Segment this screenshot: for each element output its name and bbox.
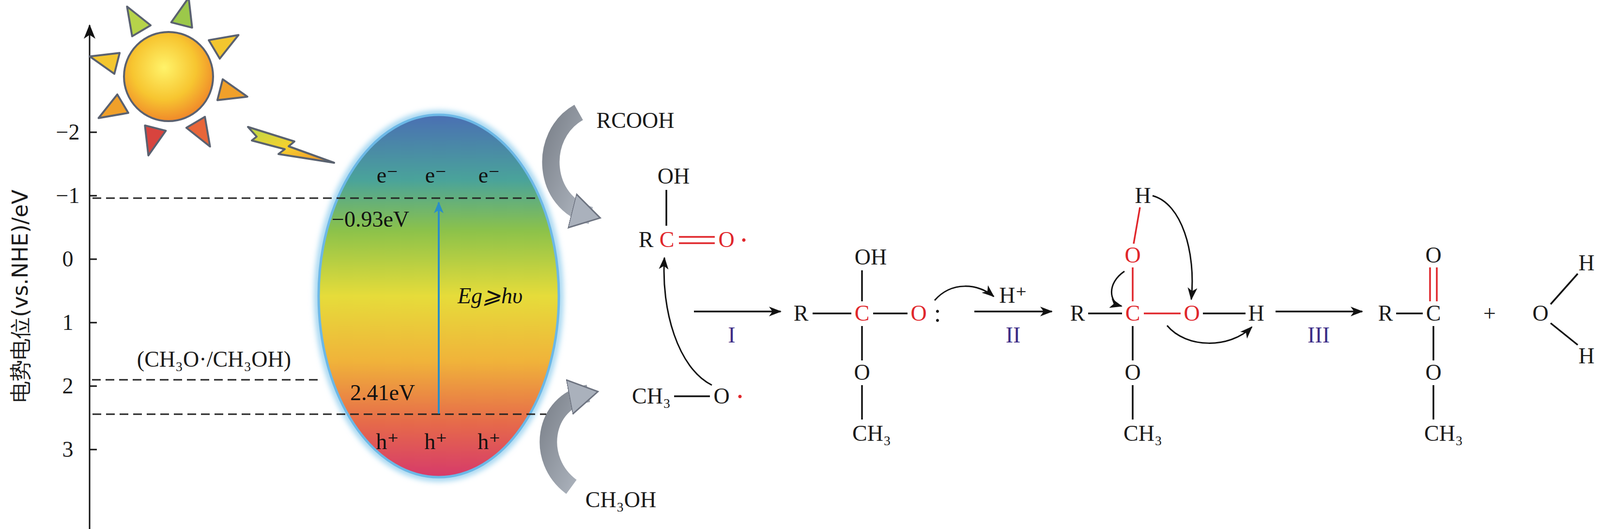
atom: O — [1124, 360, 1141, 385]
atom: O — [1425, 360, 1442, 385]
semiconductor-ellipse: e⁻ e⁻ e⁻ −0.93eV Eg⩾hυ 2.41eV h⁺ h⁺ h⁺ — [316, 112, 562, 480]
axis-ticks — [89, 132, 97, 450]
sun-ray — [89, 52, 120, 74]
atom: H — [1578, 250, 1595, 276]
atom: H — [1578, 343, 1595, 369]
tick-label: 1 — [62, 310, 74, 336]
tick-label: −1 — [56, 183, 80, 209]
tick-label: 3 — [62, 437, 74, 462]
sun-ray — [208, 34, 239, 59]
axis-line — [89, 25, 91, 529]
band-label: h⁺ — [424, 429, 447, 455]
sun-ray — [98, 94, 129, 119]
band-label: 2.41eV — [350, 380, 416, 406]
atom: R — [1378, 301, 1394, 326]
atom: CH₃ — [1123, 421, 1163, 447]
atom: O — [718, 227, 735, 253]
curved-arrows — [663, 195, 1252, 385]
atom: C — [854, 301, 870, 326]
atom: CH₃ — [1424, 421, 1463, 447]
band-label: h⁺ — [477, 429, 501, 455]
bond-lines — [666, 189, 1578, 420]
atom: H — [1134, 183, 1151, 209]
radical-dot: · — [735, 380, 745, 413]
tick-label: 0 — [62, 246, 74, 272]
lightning-icon — [247, 126, 335, 163]
level-line — [92, 379, 320, 381]
atom: CH₃ — [631, 384, 671, 409]
flow-arrow — [551, 112, 591, 216]
redox-couple: (CH₃O·/CH₃OH) — [137, 347, 292, 372]
atom: O — [853, 360, 870, 385]
plus-sign: + — [1483, 301, 1496, 326]
atom: OH — [854, 245, 887, 270]
atom: O — [1183, 301, 1200, 326]
atom: O — [713, 384, 730, 409]
tick-label: 2 — [62, 373, 74, 399]
atom: O — [1532, 301, 1549, 326]
atom: C — [659, 227, 675, 253]
atom: O — [1425, 243, 1442, 268]
step-label: I — [727, 323, 736, 348]
atom: OH — [657, 164, 690, 189]
atom: CH₃ — [852, 421, 892, 447]
band-label: e⁻ — [425, 163, 447, 188]
sun-ray — [186, 116, 211, 147]
sun-ray — [126, 6, 151, 37]
reactant: RCOOH — [596, 108, 675, 134]
reagent: H⁺ — [999, 283, 1028, 308]
reactant: CH₃OH — [585, 487, 657, 513]
radical-dot: · — [738, 223, 749, 256]
atom: C — [1426, 301, 1442, 326]
atom: R — [793, 301, 809, 326]
step-label: III — [1307, 323, 1330, 348]
atom: C — [1125, 301, 1141, 326]
axis-title: 电势电位(vs.NHE)/eV — [8, 189, 32, 402]
atom: R — [638, 227, 654, 253]
atom: R — [1070, 301, 1086, 326]
atom: O — [910, 301, 927, 326]
flow-arrow — [548, 393, 589, 487]
step-label: II — [1005, 323, 1021, 348]
lone-pair: : — [934, 299, 941, 327]
atom: H — [1247, 301, 1264, 326]
atom: O — [1124, 243, 1141, 268]
sun-icon — [89, 0, 248, 156]
band-label: e⁻ — [478, 163, 501, 188]
sun-disc — [123, 31, 214, 122]
band-label: −0.93eV — [331, 207, 410, 232]
sun-ray — [144, 125, 166, 156]
band-label: e⁻ — [376, 163, 399, 188]
sun-ray — [217, 79, 248, 101]
band-label: Eg⩾hυ — [457, 283, 523, 309]
tick-label: −2 — [56, 120, 80, 145]
sun-ray — [171, 0, 193, 28]
band-label: h⁺ — [375, 429, 399, 455]
